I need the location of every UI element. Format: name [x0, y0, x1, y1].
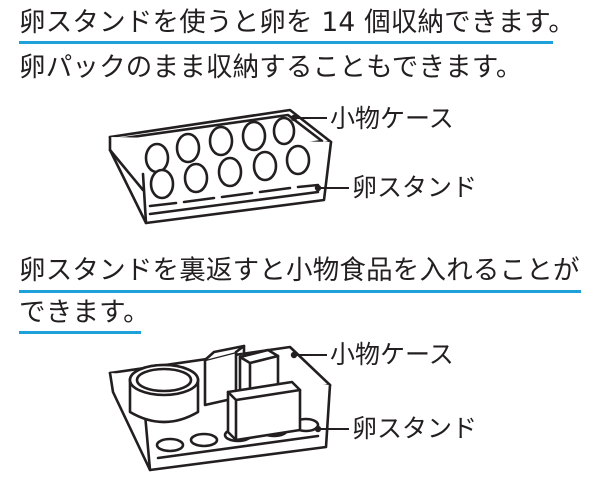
leader-line-case-2 — [295, 354, 327, 357]
instruction-line-2: 卵パックのまま収納することもできます。 — [19, 52, 523, 83]
callout-stand-1: 卵スタンド — [352, 173, 478, 202]
instruction-line-3: 卵スタンドを裏返すと小物食品を入れることが — [19, 255, 580, 286]
instruction-underline-3 — [19, 290, 581, 293]
instruction-underline-1 — [19, 41, 553, 44]
instruction-line-4: できます。 — [19, 297, 150, 328]
callout-stand-2: 卵スタンド — [352, 414, 478, 443]
leader-line-stand-2 — [319, 428, 349, 431]
instruction-underline-4 — [19, 331, 141, 334]
callout-case-2: 小物ケース — [330, 340, 454, 369]
leader-line-case-1 — [295, 117, 327, 120]
instruction-line-1: 卵スタンドを使うと卵を 14 個収納できます。 — [19, 7, 576, 38]
leader-line-stand-1 — [319, 187, 349, 190]
callout-case-1: 小物ケース — [330, 104, 454, 133]
